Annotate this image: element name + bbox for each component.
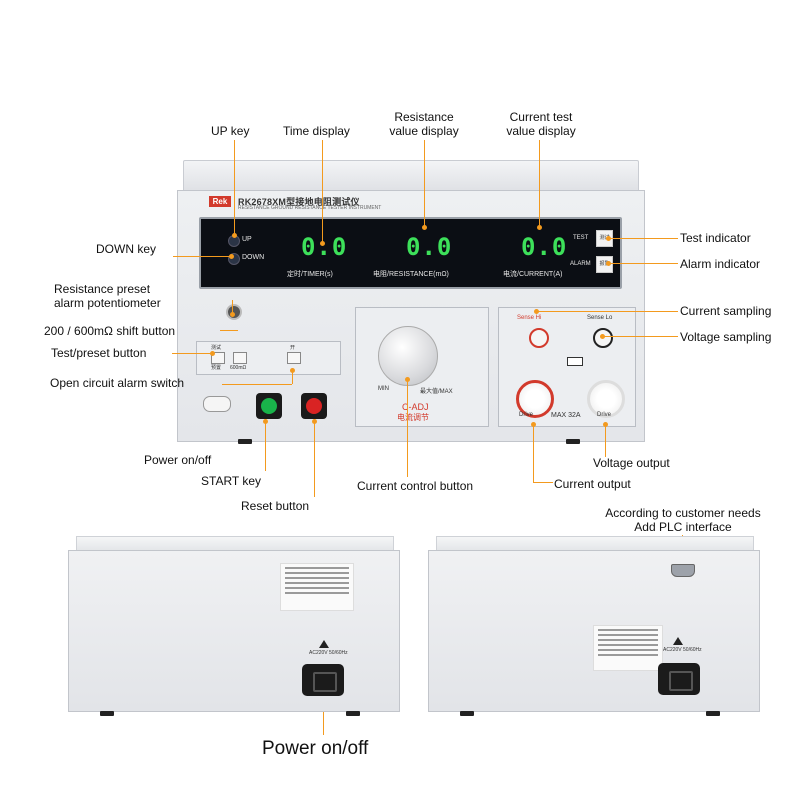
max-current-label: MAX 32A: [551, 412, 581, 419]
down-key-label: DOWN: [242, 254, 265, 261]
current-display: 0.0: [521, 233, 568, 261]
rear-left-power-label: AC220V 50/60Hz: [309, 650, 348, 656]
model-subtitle: RESISTANCE GROUND RESISTANCE TESTER INST…: [238, 205, 382, 211]
resistance-callout-line1: Resistance: [394, 110, 454, 124]
resistance-callout-line2: value display: [389, 124, 459, 138]
open-circuit-alarm-switch[interactable]: [287, 352, 301, 364]
alarm-indicator-callout: Alarm indicator: [680, 257, 761, 271]
drive-right-terminal[interactable]: [587, 380, 625, 418]
cadj-label: C-ADJ: [402, 402, 429, 412]
up-key-label: UP: [242, 236, 252, 243]
front-unit-top: [183, 160, 639, 192]
timer-display: 0.0: [301, 233, 348, 261]
front-foot-right: [566, 439, 580, 444]
reset-button[interactable]: [301, 393, 327, 419]
down-key-callout: DOWN key: [96, 242, 156, 256]
plc-callout: According to customer needs Add PLC inte…: [583, 506, 783, 534]
drive-left-terminal[interactable]: [516, 380, 554, 418]
sense-hi-label: Sense Hi: [517, 315, 542, 321]
sense-hi-terminal[interactable]: [529, 328, 549, 348]
rear-left-power-socket[interactable]: [302, 664, 344, 696]
range-shift-button[interactable]: [233, 352, 247, 364]
reset-button-callout: Reset button: [241, 499, 310, 513]
knob-min-label: MIN: [378, 386, 389, 392]
current-callout-line1: Current test: [509, 110, 573, 124]
plc-line1: According to customer needs: [605, 506, 761, 520]
rear-right-foot-2: [706, 711, 720, 716]
front-foot-left: [238, 439, 252, 444]
drive-right-label: Drive: [597, 412, 612, 418]
current-output-callout: Current output: [554, 477, 631, 491]
model-name: RK2678XM型接地电阻测试仪: [238, 197, 360, 207]
resistance-display-label: 电阻/RESISTANCE(mΩ): [373, 271, 449, 278]
voltage-output-callout: Voltage output: [593, 456, 670, 470]
up-key-callout: UP key: [211, 124, 250, 138]
timer-display-label: 定时/TIMER(s): [287, 271, 333, 278]
open-circuit-callout: Open circuit alarm switch: [50, 376, 185, 390]
test-preset-callout: Test/preset button: [51, 346, 147, 360]
res-pot-line1: Resistance preset: [54, 282, 151, 296]
power-onoff-callout: Power on/off: [144, 453, 212, 467]
switch-panel: 测试 预置 600mΩ 开: [196, 341, 341, 375]
current-control-panel: MIN 最大值/MAX C-ADJ 电流调节: [355, 307, 489, 427]
brand-logo: Rek: [209, 196, 231, 207]
current-control-knob[interactable]: [378, 326, 438, 386]
current-sampling-callout: Current sampling: [680, 304, 772, 318]
alarm-label: ALARM: [570, 261, 591, 267]
rear-right-power-socket[interactable]: [658, 663, 700, 695]
knob-max-label: 最大值/MAX: [420, 389, 453, 395]
display-window: UP DOWN 0.0 定时/TIMER(s) 0.0 电阻/RESISTANC…: [199, 217, 622, 289]
test-preset-bottom-label: 预置: [211, 365, 222, 371]
terminal-panel: Sense Hi Sense Lo Drive MAX 32A Drive: [498, 307, 636, 427]
rear-right-body: AC220V 50/60Hz: [428, 550, 760, 712]
rear-left-foot-2: [346, 711, 360, 716]
test-preset-top-label: 测试: [211, 345, 222, 351]
test-label: TEST: [573, 235, 589, 241]
resistance-display-callout: Resistance value display: [381, 110, 467, 138]
range-label: 600mΩ: [230, 365, 247, 371]
res-pot-callout: Resistance preset alarm potentiometer: [54, 282, 161, 310]
current-display-callout: Current test value display: [498, 110, 584, 138]
resistance-display: 0.0: [406, 233, 453, 261]
cadj-cn-label: 电流调节: [397, 413, 429, 422]
voltage-sampling-callout: Voltage sampling: [680, 330, 772, 344]
rear-right-warning-icon: [673, 637, 683, 645]
plc-line2: Add PLC interface: [634, 520, 732, 534]
rear-left-foot-1: [100, 711, 114, 716]
plc-interface-port[interactable]: [671, 564, 695, 577]
time-display-callout: Time display: [283, 124, 350, 138]
rear-left-body: AC220V 50/60Hz: [68, 550, 400, 712]
current-control-callout: Current control button: [357, 479, 474, 493]
start-key-callout: START key: [201, 474, 262, 488]
rear-left-sticker: [280, 563, 354, 611]
current-display-label: 电流/CURRENT(A): [503, 271, 563, 278]
rear-right-sticker: [593, 625, 663, 671]
sense-lo-label: Sense Lo: [587, 315, 613, 321]
start-button[interactable]: [256, 393, 282, 419]
current-callout-line2: value display: [506, 124, 576, 138]
drive-left-label: Drive: [519, 412, 534, 418]
rear-right-foot-1: [460, 711, 474, 716]
res-pot-line2: alarm potentiometer: [54, 296, 161, 310]
power-switch[interactable]: [203, 396, 231, 412]
rear-right-power-label: AC220V 50/60Hz: [663, 647, 702, 653]
alarm-indicator: 报警: [596, 256, 613, 273]
shift-button-callout: 200 / 600mΩ shift button: [44, 324, 176, 338]
rear-power-onoff-callout: Power on/off: [262, 738, 369, 759]
resistor-symbol: [567, 357, 583, 366]
test-indicator-callout: Test indicator: [680, 231, 751, 245]
rear-left-warning-icon: [319, 640, 329, 648]
open-alarm-glyph: 开: [290, 345, 296, 351]
